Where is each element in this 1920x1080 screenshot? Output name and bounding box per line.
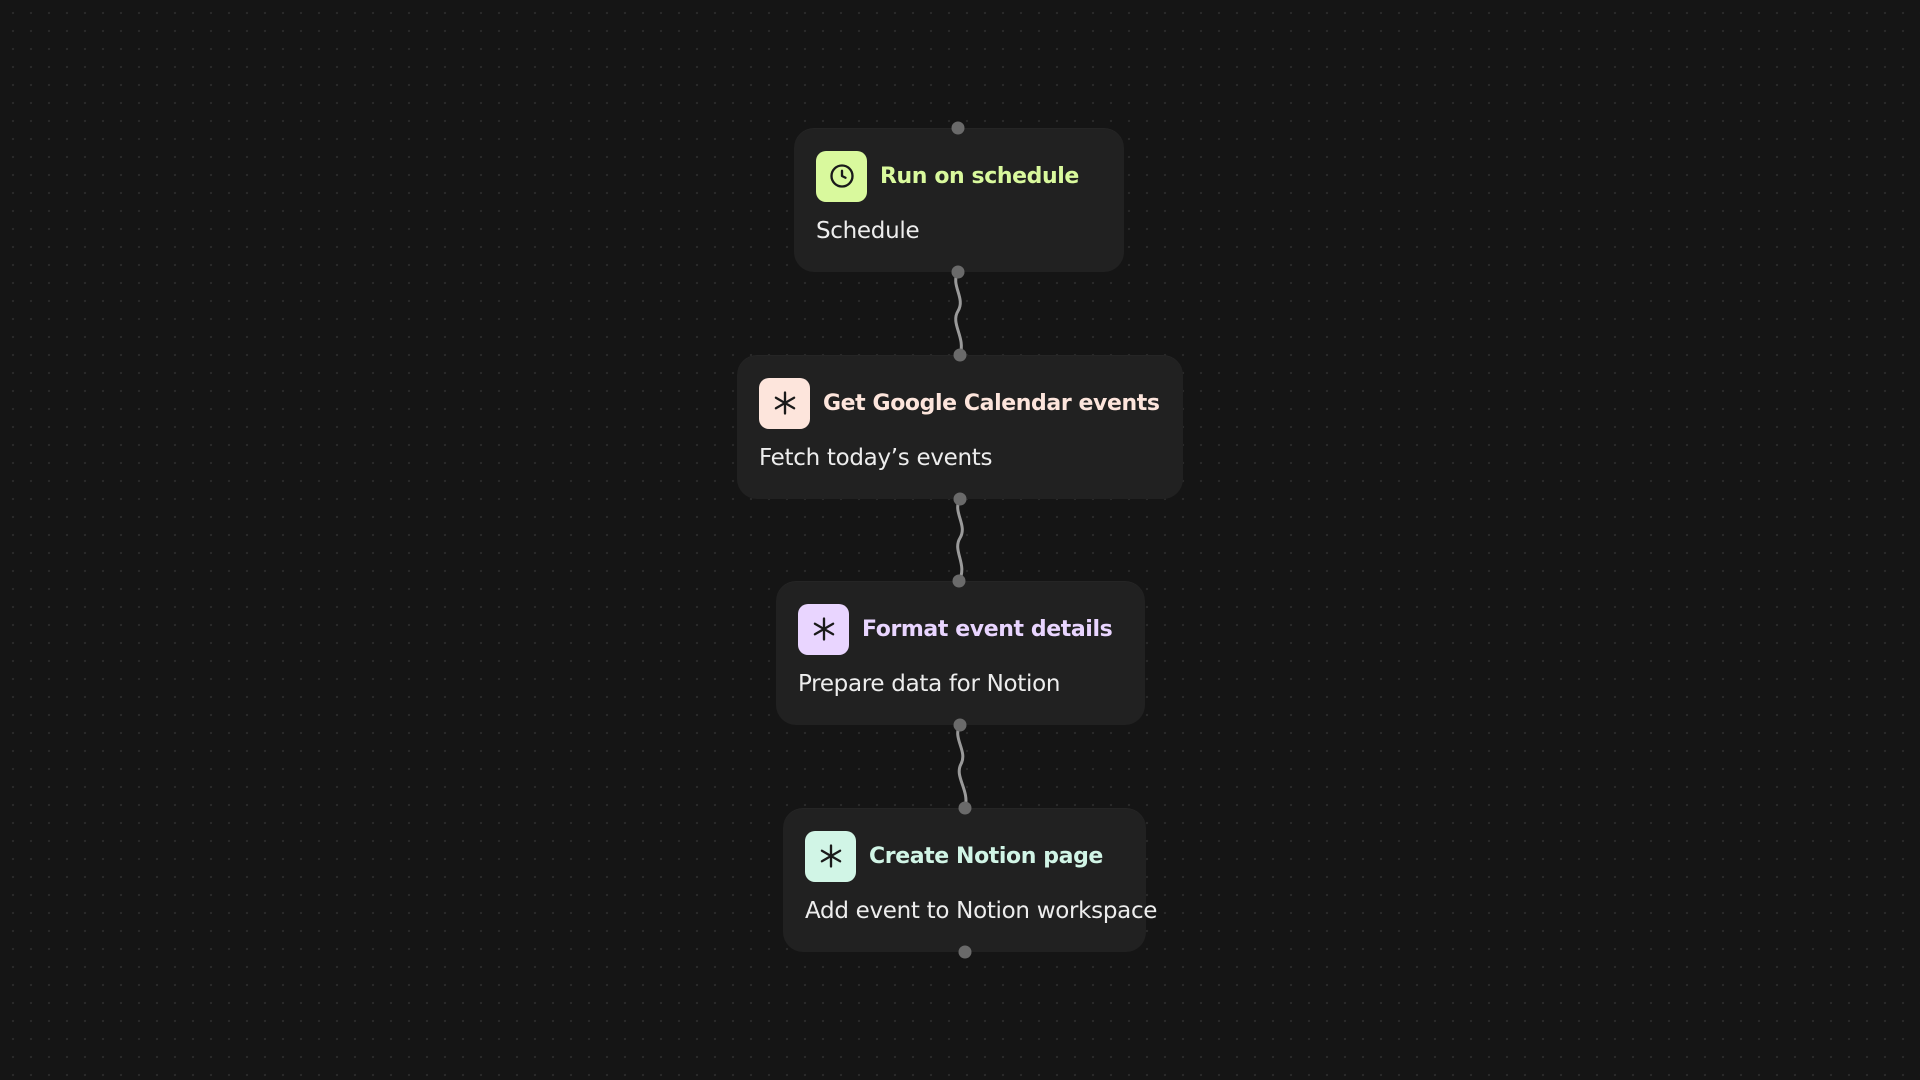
input-port-run-on-schedule[interactable]	[951, 121, 965, 135]
asterisk-icon	[759, 377, 810, 429]
output-port-run-on-schedule[interactable]	[951, 265, 965, 279]
node-header: Get Google Calendar events	[759, 377, 1161, 429]
edge-schedule-to-calendar[interactable]	[954, 270, 963, 357]
edge-calendar-to-format[interactable]	[956, 497, 964, 583]
output-port-create-notion-page[interactable]	[958, 945, 972, 959]
node-title: Get Google Calendar events	[823, 390, 1160, 416]
node-subtitle: Schedule	[816, 218, 920, 244]
node-subtitle: Add event to Notion workspace	[805, 898, 1158, 924]
edge-format-to-notion[interactable]	[956, 723, 968, 810]
node-header: Run on schedule	[816, 150, 1102, 202]
node-title: Format event details	[862, 616, 1113, 642]
asterisk-icon	[805, 830, 856, 882]
output-port-format-event-details[interactable]	[953, 718, 967, 732]
node-header: Create Notion page	[805, 830, 1124, 882]
node-get-google-calendar-events[interactable]: Get Google Calendar events Fetch today’s…	[737, 355, 1183, 499]
node-create-notion-page[interactable]: Create Notion page Add event to Notion w…	[783, 808, 1158, 952]
node-header: Format event details	[798, 603, 1123, 655]
node-title: Run on schedule	[880, 163, 1079, 189]
node-title: Create Notion page	[869, 843, 1103, 869]
output-port-get-google-calendar-events[interactable]	[953, 492, 967, 506]
node-subtitle: Prepare data for Notion	[798, 671, 1061, 697]
input-port-create-notion-page[interactable]	[958, 801, 972, 815]
input-port-format-event-details[interactable]	[952, 574, 966, 588]
node-run-on-schedule[interactable]: Run on schedule Schedule	[794, 128, 1124, 272]
asterisk-icon	[798, 603, 849, 655]
input-port-get-google-calendar-events[interactable]	[953, 348, 967, 362]
clock-icon	[816, 150, 867, 202]
node-format-event-details[interactable]: Format event details Prepare data for No…	[776, 581, 1145, 725]
node-subtitle: Fetch today’s events	[759, 445, 993, 471]
